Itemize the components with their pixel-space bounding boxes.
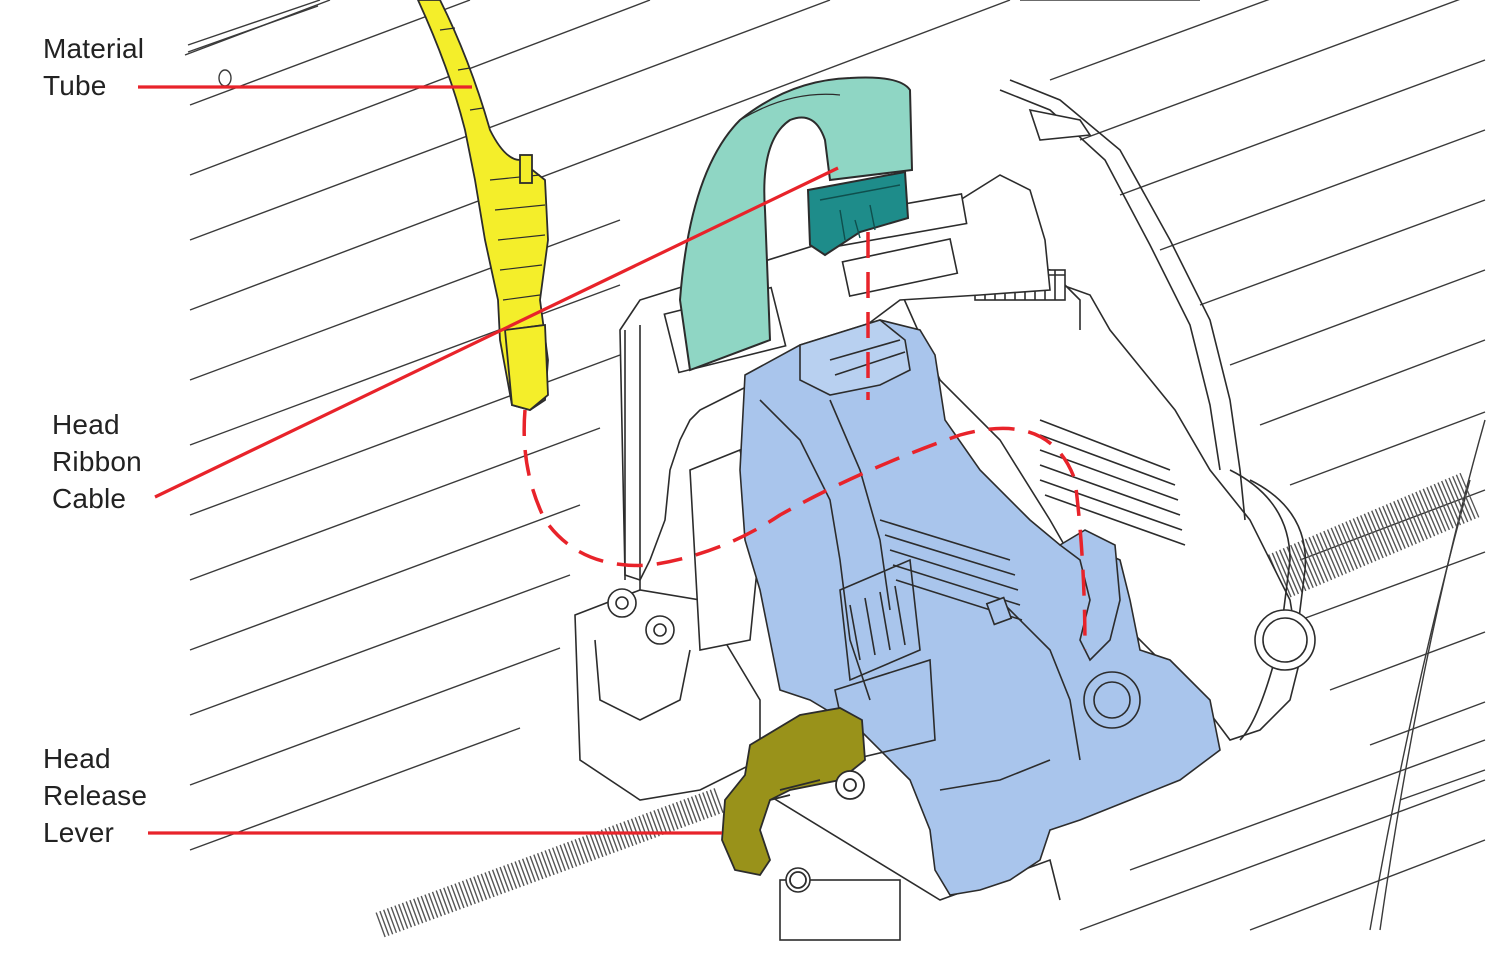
head-release-lever-part [721, 707, 866, 889]
movement-indicator-dashes [522, 232, 1087, 651]
head-ribbon-cable-label-line-3: Cable [52, 483, 127, 514]
head-release-lever-label: Head Release Lever [43, 740, 147, 851]
head-ribbon-cable-label-line-1: Head [52, 409, 120, 440]
material-tube-label: Material Tube [43, 30, 144, 104]
rack-teeth-bottom-left [375, 787, 725, 938]
background-panel-lines [184, 0, 1486, 931]
head-ribbon-cable-label-line-2: Ribbon [52, 446, 142, 477]
callout-leader-lines [138, 85, 839, 835]
base-block [574, 448, 1061, 941]
rack-teeth-right [1260, 472, 1480, 603]
ribbon-cable-connector [806, 170, 910, 257]
head-release-lever-label-line-1: Head [43, 743, 111, 774]
top-rail [187, 0, 321, 87]
head-ribbon-cable-label: Head Ribbon Cable [52, 406, 142, 517]
material-tube-part [417, 0, 549, 411]
material-tube-label-line-1: Material [43, 33, 145, 64]
material-tube-label-line-2: Tube [43, 70, 107, 101]
head-ribbon-cable-part [678, 76, 914, 372]
head-release-lever-label-line-3: Lever [43, 817, 115, 848]
head-release-lever-label-line-2: Release [43, 780, 148, 811]
print-head-assembly [739, 319, 1221, 896]
head-ribbon-cable-leader-line [154, 166, 839, 499]
